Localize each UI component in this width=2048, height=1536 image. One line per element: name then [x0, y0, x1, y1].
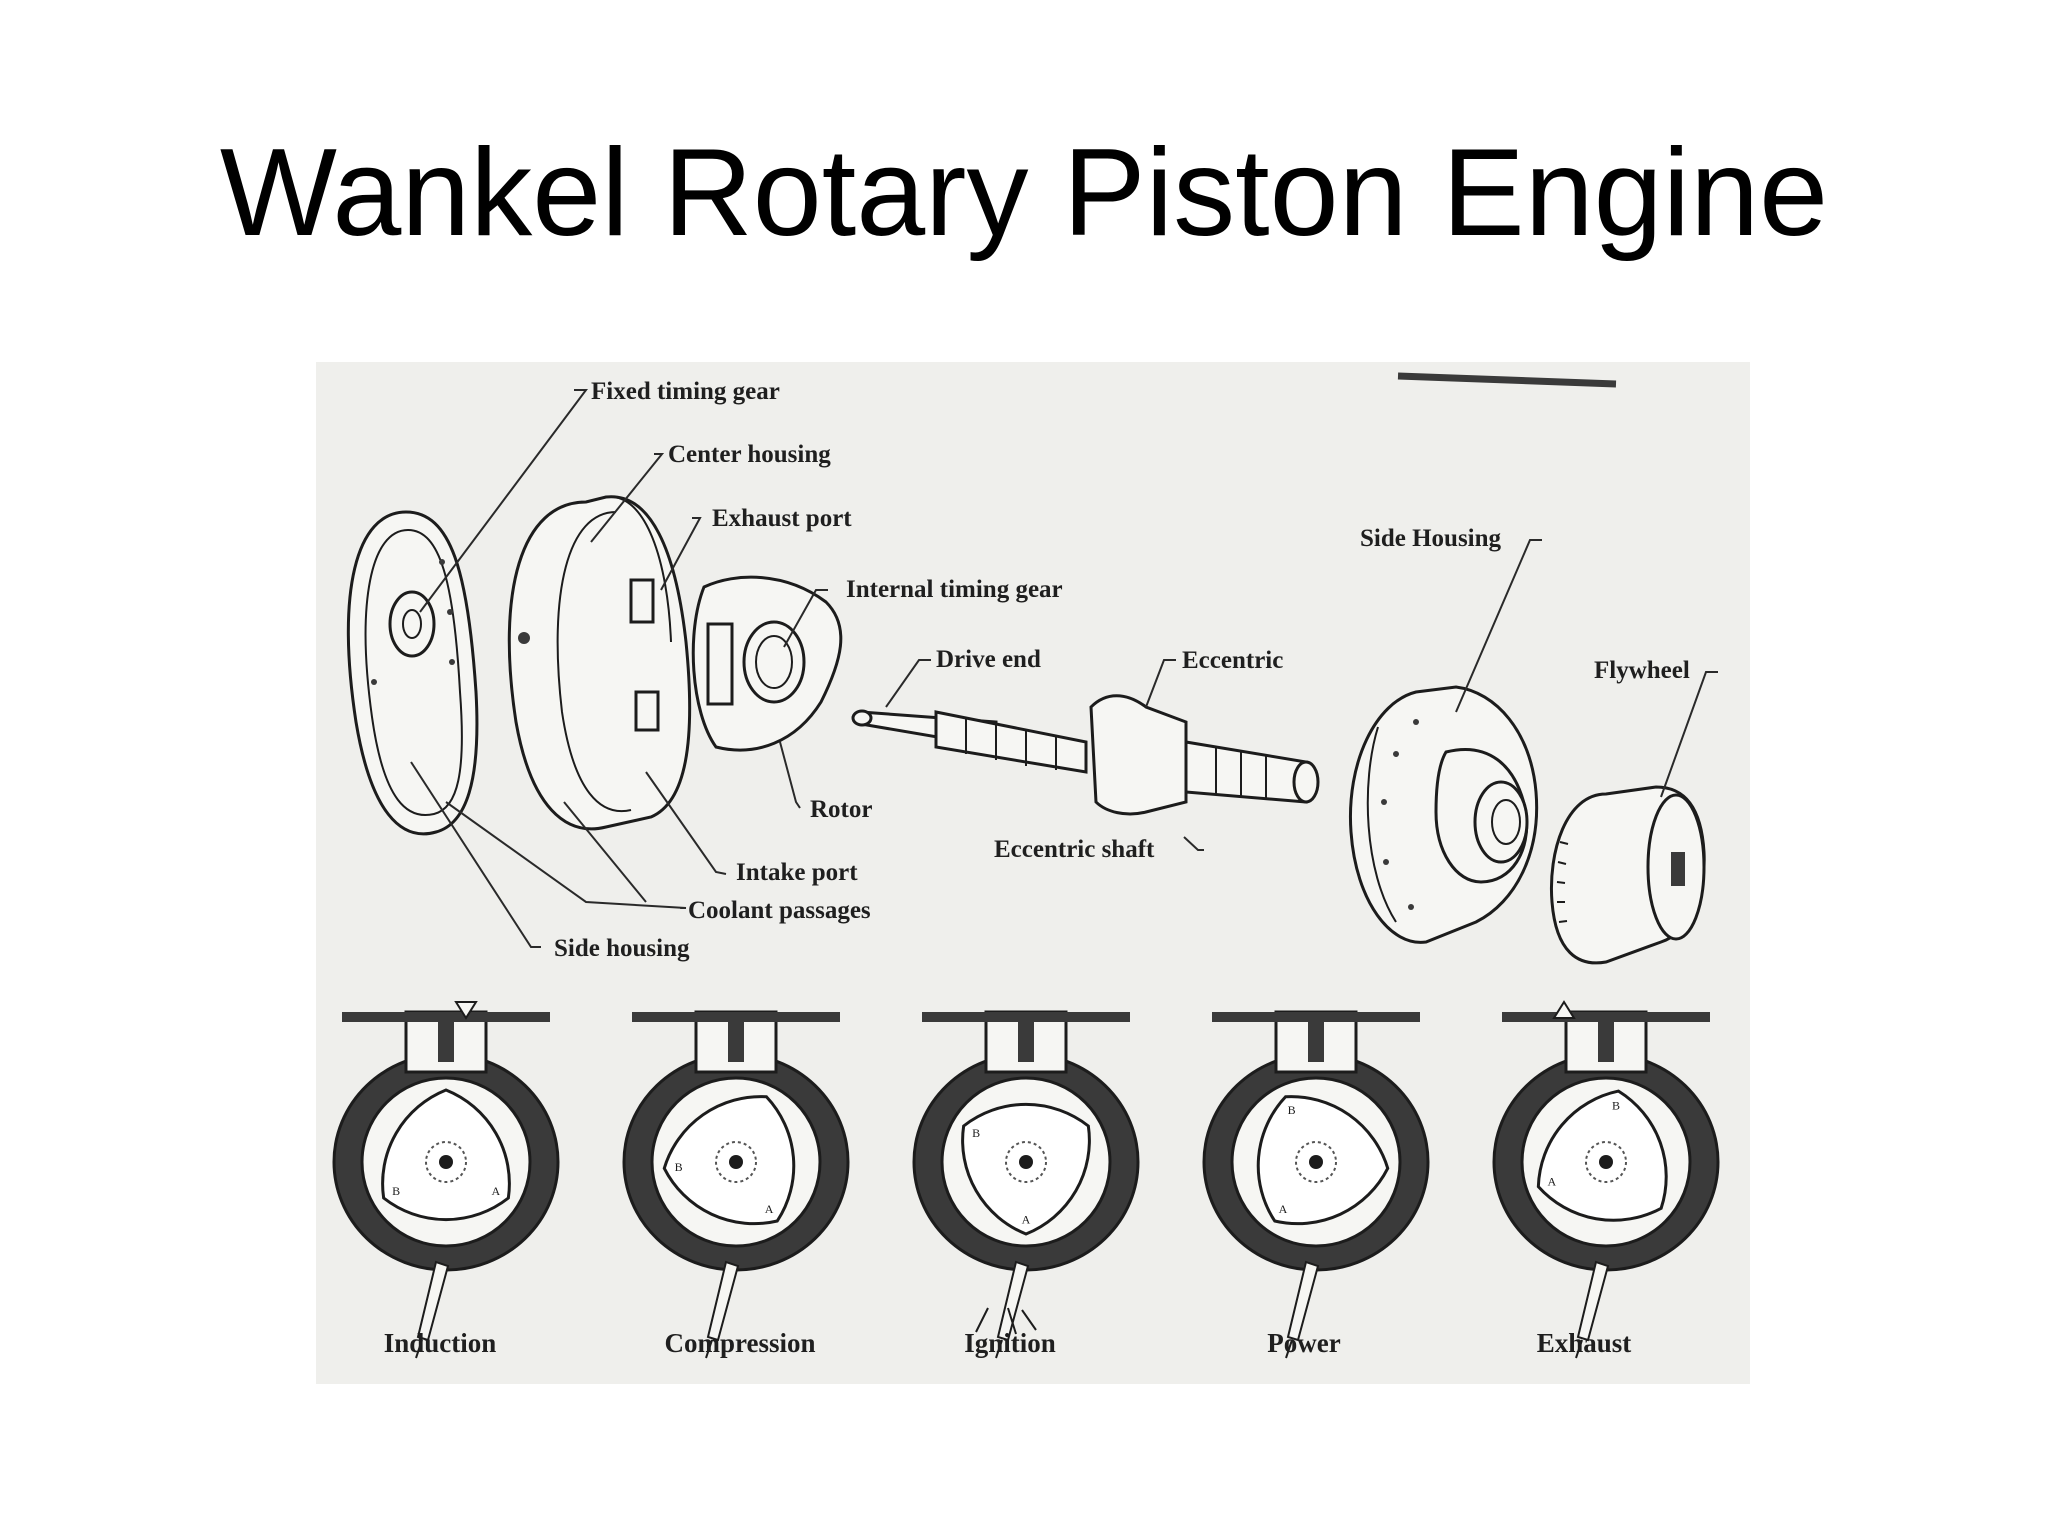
- gear-ring: [1585, 1141, 1627, 1183]
- stage-caption-power: Power: [1267, 1328, 1340, 1358]
- eccentric-center: [729, 1155, 743, 1169]
- rotor-tip-letter: A: [1022, 1213, 1031, 1227]
- spark-plug: [416, 1260, 450, 1342]
- stage-caption-induction: Induction: [384, 1328, 497, 1358]
- port-channel: [1018, 1022, 1034, 1062]
- label-eccentric-shaft: Eccentric shaft: [994, 836, 1155, 863]
- rotor-tip-letter: B: [1612, 1098, 1620, 1112]
- gear-ring: [715, 1141, 757, 1183]
- exhaust-arrow: [1552, 1000, 1576, 1019]
- gear-ring: [1005, 1141, 1047, 1183]
- rotor-section: [1536, 1089, 1668, 1222]
- rotor-tip-letter: A: [492, 1184, 501, 1198]
- scan-mark: [1397, 372, 1617, 388]
- label-center-housing: Center housing: [668, 441, 831, 468]
- spark-plug: [1576, 1260, 1610, 1342]
- eccentric-center: [439, 1155, 453, 1169]
- label-side-housing-left: Side housing: [554, 935, 690, 962]
- label-fixed-timing-gear: Fixed timing gear: [591, 378, 780, 405]
- eccentric-center: [1019, 1155, 1033, 1169]
- housing-top-flange: [632, 1012, 840, 1022]
- stage-section-power: AB: [1202, 1010, 1430, 1359]
- rotor-tip-letter: A: [765, 1202, 774, 1216]
- label-rotor: Rotor: [810, 796, 872, 823]
- rotor-section: [381, 1088, 511, 1222]
- port-channel: [1598, 1022, 1614, 1062]
- leader-lines: [410, 389, 1718, 948]
- spark-plug-tip: [1575, 1339, 1583, 1359]
- spark-plug-tip: [415, 1339, 423, 1359]
- rotor-tip-letter: A: [1279, 1202, 1288, 1216]
- rotor-tip-letter: B: [972, 1126, 980, 1140]
- exploded-view-diagram: Fixed timing gear Center housing Exhaust…: [332, 372, 1720, 1359]
- port-channel: [1308, 1022, 1324, 1062]
- rotor-section: [662, 1095, 796, 1226]
- rotor-tip-letter: B: [392, 1184, 400, 1198]
- flywheel-part: [1549, 785, 1706, 965]
- spark-plug-tip: [995, 1339, 1003, 1359]
- housing-top-flange: [1212, 1012, 1420, 1022]
- port-channel: [438, 1022, 454, 1062]
- wankel-engine-figure: Fixed timing gear Center housing Exhaust…: [316, 362, 1750, 1384]
- stage-caption-exhaust: Exhaust: [1537, 1328, 1632, 1358]
- stage-section-induction: AB: [332, 1010, 560, 1359]
- gear-ring: [1295, 1141, 1337, 1183]
- label-drive-end: Drive end: [936, 646, 1041, 673]
- stage-caption-ignition: Ignition: [964, 1328, 1056, 1358]
- eccentric-shaft-part: [851, 694, 1320, 816]
- spark-plug-tip: [705, 1339, 713, 1359]
- spark-plug: [1286, 1260, 1320, 1342]
- slide-title: Wankel Rotary Piston Engine: [219, 124, 1829, 262]
- side-housing-right-part: [1348, 685, 1539, 944]
- port-channel: [728, 1022, 744, 1062]
- housing-top-flange: [922, 1012, 1130, 1022]
- rotor-section: [961, 1102, 1091, 1236]
- ignition-spark-lines: [975, 1307, 1037, 1335]
- housing-top-flange: [1502, 1012, 1710, 1022]
- intake-arrow: [454, 1001, 478, 1020]
- housing-top-flange: [342, 1012, 550, 1022]
- label-coolant-passages: Coolant passages: [688, 897, 871, 924]
- center-housing-part: [507, 495, 692, 831]
- spark-plug: [996, 1260, 1030, 1342]
- rotor-section: [1256, 1095, 1390, 1226]
- spark-plug: [706, 1260, 740, 1342]
- label-internal-timing-gear: Internal timing gear: [846, 576, 1063, 603]
- label-intake-port: Intake port: [736, 859, 858, 886]
- rotor-part: [691, 575, 843, 752]
- label-exhaust-port: Exhaust port: [712, 505, 852, 532]
- label-eccentric: Eccentric: [1182, 647, 1283, 674]
- stage-section-exhaust: AB: [1492, 1010, 1720, 1359]
- spark-plug-tip: [1285, 1339, 1293, 1359]
- label-side-housing-right: Side Housing: [1360, 525, 1502, 552]
- stage-caption-compression: Compression: [664, 1328, 815, 1358]
- rotor-tip-letter: A: [1548, 1175, 1557, 1189]
- gear-ring: [425, 1141, 467, 1183]
- eccentric-center: [1309, 1155, 1323, 1169]
- eccentric-center: [1599, 1155, 1613, 1169]
- rotor-tip-letter: B: [675, 1160, 683, 1174]
- stage-section-ignition: AB: [912, 1010, 1140, 1359]
- rotor-tip-letter: B: [1288, 1103, 1296, 1117]
- label-flywheel: Flywheel: [1594, 657, 1690, 684]
- stage-section-compression: AB: [622, 1010, 850, 1359]
